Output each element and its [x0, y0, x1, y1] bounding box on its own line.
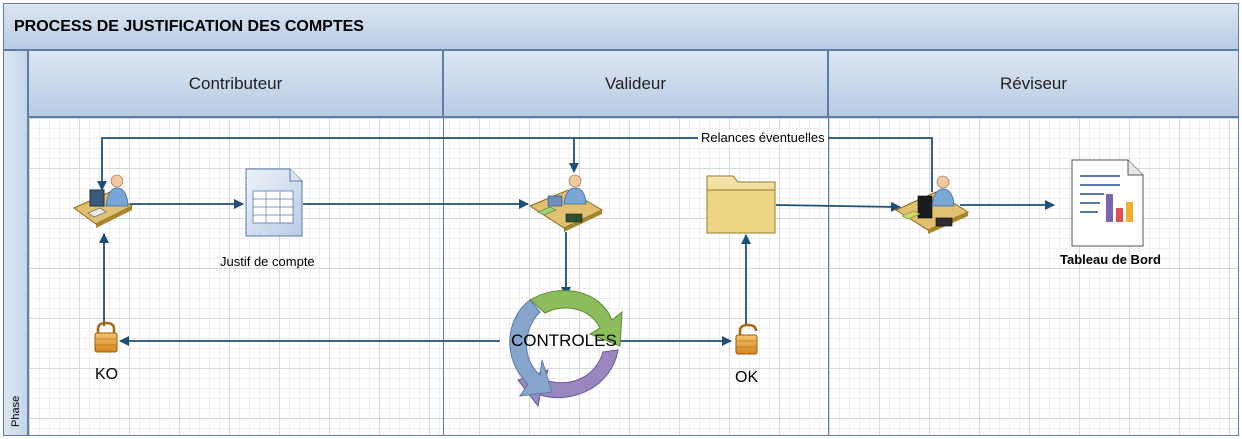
lane-header-contributeur: Contributeur — [28, 50, 443, 117]
ok-lock-icon — [735, 323, 758, 355]
node-label-ok: OK — [735, 369, 759, 386]
node-label-justif: Justif de compte — [220, 254, 315, 269]
lane-header-reviseur: Réviseur — [828, 50, 1239, 117]
phase-column: Phase — [3, 50, 28, 436]
folder-icon — [706, 175, 776, 234]
edge-label-relances: Relances éventuelles — [698, 130, 828, 145]
controles-cycle-icon — [509, 289, 623, 408]
tableau-report-icon — [1071, 159, 1144, 247]
node-label-tableau: Tableau de Bord — [1060, 252, 1161, 267]
lane-header-valideur: Valideur — [443, 50, 828, 117]
lane-label-reviseur: Réviseur — [999, 73, 1068, 93]
diagram-title: PROCESS DE JUSTIFICATION DES COMPTES — [14, 18, 364, 35]
lane-divider-1 — [443, 50, 444, 436]
diagram-title-bar: PROCESS DE JUSTIFICATION DES COMPTES — [3, 3, 1239, 50]
lane-label-contributeur: Contributeur — [188, 73, 283, 93]
lane-label-valideur: Valideur — [604, 73, 667, 93]
node-label-ko: KO — [95, 366, 119, 383]
edge-folder-to-reviseur — [775, 201, 901, 212]
node-label-controles: CONTROLES — [511, 331, 617, 350]
contributeur-workstation-icon — [73, 174, 134, 228]
justif-document-icon — [245, 168, 303, 237]
reviseur-workstation-icon — [894, 175, 970, 234]
edge-relances-to-contributeur — [97, 137, 933, 192]
valideur-workstation-icon — [528, 174, 604, 232]
ko-lock-icon — [94, 321, 118, 353]
lane-divider-2 — [828, 50, 829, 436]
connectors — [97, 137, 1055, 346]
swimlane-grid — [28, 117, 1239, 436]
